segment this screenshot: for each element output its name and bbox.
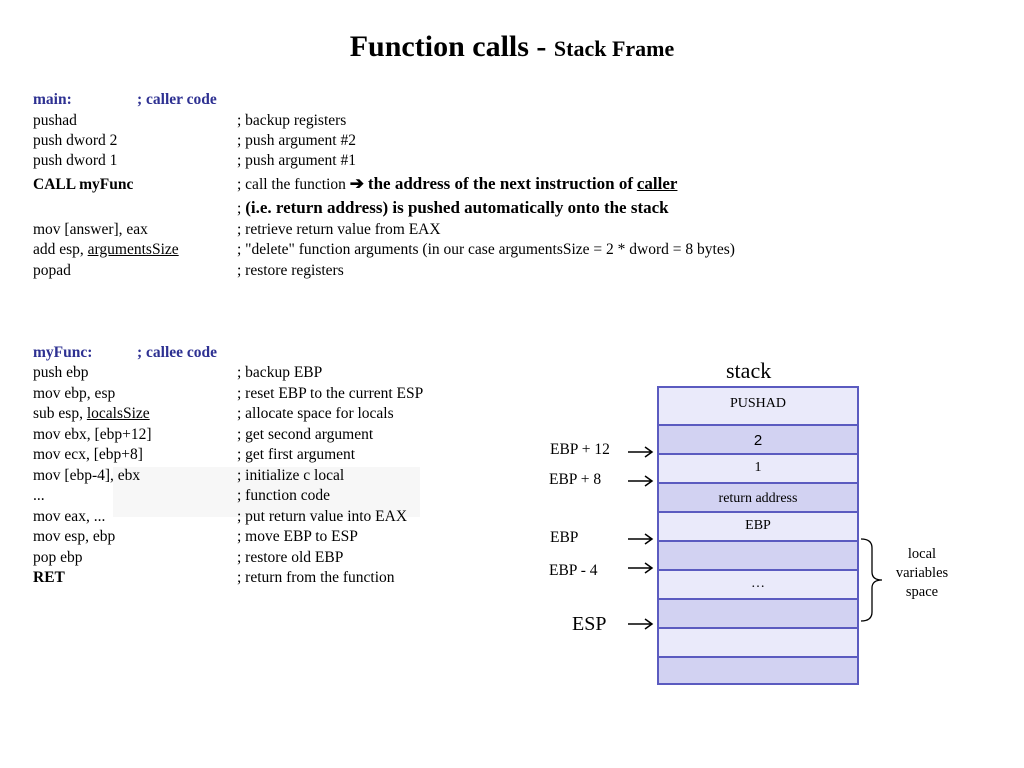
code-underlined: localsSize (86, 405, 150, 422)
stack-diagram: PUSHAD 2 1 return address EBP … (657, 386, 859, 685)
comment-line: ; backup EBP (237, 364, 323, 381)
comment-line: ; restore old EBP (237, 549, 344, 566)
code-line: mov ecx, [ebp+8] (33, 446, 143, 463)
arrow-icon (628, 562, 654, 574)
arrow-icon (628, 618, 654, 630)
highlight-box (113, 467, 420, 517)
side-label-line: variables (895, 565, 949, 581)
pointer-label: EBP (550, 529, 579, 546)
stack-cell (659, 600, 857, 629)
stack-cell: PUSHAD (659, 388, 857, 426)
call-emph-1: the address of the next instruction of (367, 174, 633, 193)
call-emph-2: (i.e. return address) is pushed automati… (245, 198, 669, 217)
call-comment: ; call the function ➔ the address of the… (237, 174, 677, 195)
code-line: mov ebp, esp (33, 385, 116, 402)
arrow-icon (628, 533, 654, 545)
pointer-label: ESP (572, 613, 607, 635)
arrow-icon (628, 446, 654, 458)
code-line: push dword 1 (33, 152, 118, 169)
title-sub: Stack Frame (553, 36, 675, 61)
stack-cell: return address (659, 484, 857, 513)
comment-line: ; "delete" function arguments (in our ca… (237, 241, 735, 258)
code-line: RET (33, 569, 65, 586)
stack-cell: 2 (659, 426, 857, 455)
code-line: add esp, argumentsSize (33, 240, 179, 260)
slide-title: Function calls - Stack Frame (0, 30, 1024, 64)
call-emph-caller: caller (636, 174, 678, 193)
local-variables-label: local variables space (884, 545, 960, 602)
code-line: sub esp, localsSize (33, 404, 150, 424)
pointer-label: EBP + 8 (549, 471, 602, 488)
caller-label: main: (33, 91, 72, 108)
code-line: mov [ebp-4], ebx (33, 467, 141, 484)
code-line: mov [answer], eax (33, 221, 148, 238)
comment-line: ; reset EBP to the current ESP (237, 385, 424, 402)
comment-line: ; restore registers (237, 262, 344, 279)
comment-line: ; function code (237, 487, 330, 504)
comment-line: ; get second argument (237, 426, 374, 443)
arrow-icon: ➔ (349, 174, 365, 193)
code-line: popad (33, 262, 71, 279)
pointer-label: EBP - 4 (549, 562, 598, 579)
code-line: pushad (33, 112, 77, 129)
title-main: Function calls - (349, 30, 554, 63)
code-line: push ebp (33, 364, 89, 381)
comment-line: ; allocate space for locals (237, 405, 394, 422)
code-line: ... (33, 487, 45, 504)
callee-label: myFunc: (33, 344, 93, 361)
stack-cell: EBP (659, 513, 857, 542)
brace-icon (860, 538, 883, 622)
comment-line: ; push argument #1 (237, 152, 356, 169)
comment-line: ; move EBP to ESP (237, 528, 358, 545)
code-pre: add esp, (33, 241, 88, 258)
stack-title: stack (726, 358, 772, 383)
code-line: mov ebx, [ebp+12] (33, 426, 152, 443)
comment-line: ; put return value into EAX (237, 508, 408, 525)
arrow-icon (628, 475, 654, 487)
side-label-line: space (905, 584, 939, 600)
stack-cell (659, 542, 857, 571)
caller-label-comment: ; caller code (137, 91, 217, 108)
comment-line: ; retrieve return value from EAX (237, 221, 441, 238)
code-line: mov eax, ... (33, 508, 106, 525)
stack-cell: 1 (659, 455, 857, 484)
code-pre: sub esp, (33, 405, 87, 422)
call-code: CALL myFunc (33, 176, 134, 193)
comment-line: ; get first argument (237, 446, 356, 463)
pointer-label: EBP + 12 (550, 441, 610, 458)
stack-cell (659, 629, 857, 658)
cont-semicolon: ; (237, 200, 242, 217)
call-comment-text: ; call the function (237, 176, 346, 193)
comment-line: ; return from the function (237, 569, 395, 586)
side-label-line: local (907, 546, 937, 562)
comment-line: ; push argument #2 (237, 132, 356, 149)
stack-cell: … (659, 571, 857, 600)
stack-cell (659, 658, 857, 683)
code-line: mov esp, ebp (33, 528, 116, 545)
comment-line: ; initialize c local (237, 467, 345, 484)
comment-line: ; backup registers (237, 112, 347, 129)
call-comment-cont: ; (i.e. return address) is pushed automa… (237, 198, 669, 219)
callee-label-comment: ; callee code (137, 344, 218, 361)
code-underlined: argumentsSize (87, 241, 179, 258)
code-line: push dword 2 (33, 132, 118, 149)
code-line: pop ebp (33, 549, 83, 566)
